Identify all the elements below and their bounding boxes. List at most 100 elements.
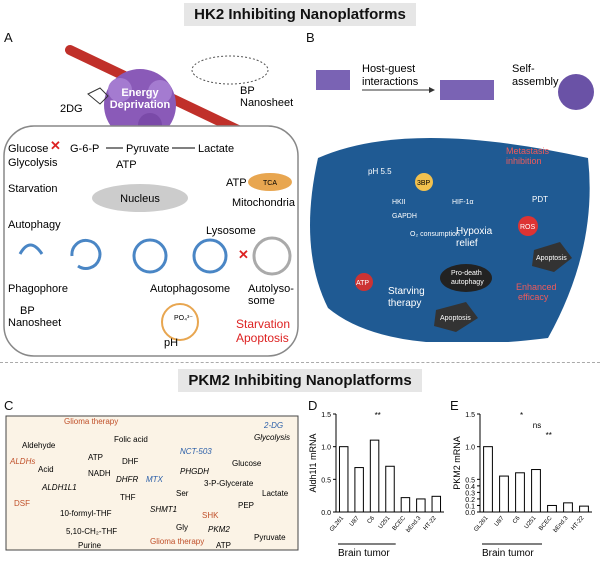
bar: [400, 497, 411, 513]
hk2-title: HK2 Inhibiting Nanoplatforms: [0, 3, 600, 26]
bar: [338, 446, 349, 513]
category-label: U87: [494, 515, 506, 528]
category-label: GL261: [329, 515, 346, 533]
svg-text:Glioma therapy: Glioma therapy: [150, 537, 204, 546]
panel-c-diagram: Glioma therapy Folic acid Aldehyde ALDHs…: [5, 415, 299, 551]
y-axis-label: PKM2 mRNA: [452, 436, 462, 490]
svg-text:Glucose: Glucose: [232, 459, 262, 468]
svg-text:Autolyso-: Autolyso-: [248, 283, 294, 295]
bar: [369, 439, 380, 513]
svg-text:inhibition: inhibition: [506, 156, 542, 166]
svg-text:ALDHs: ALDHs: [9, 457, 35, 466]
y-tick-label: 1.0: [465, 445, 475, 452]
svg-text:Glucose: Glucose: [8, 143, 48, 155]
svg-text:O₂ consumption: O₂ consumption: [410, 231, 460, 238]
category-label: C6: [367, 515, 377, 525]
svg-text:interactions: interactions: [362, 76, 419, 88]
bar: [385, 465, 395, 513]
y-axis-label: Aldh1l1 mRNA: [308, 433, 318, 492]
svg-text:TCA: TCA: [263, 180, 277, 187]
svg-text:ATP: ATP: [116, 159, 137, 171]
svg-text:HIF-1α: HIF-1α: [452, 199, 474, 206]
svg-text:Mitochondria: Mitochondria: [232, 197, 296, 209]
panel-a-diagram: Energy Deprivation BP Nanosheet 2DG Gluc…: [3, 45, 299, 357]
panel-d-label: D: [308, 398, 318, 413]
svg-text:Apoptosis: Apoptosis: [440, 315, 471, 322]
svg-text:autophagy: autophagy: [451, 279, 484, 286]
bar: [563, 502, 573, 513]
svg-text:10-formyl-THF: 10-formyl-THF: [60, 509, 112, 518]
svg-text:Apoptosis: Apoptosis: [536, 255, 567, 262]
pkm2-title: PKM2 Inhibiting Nanoplatforms: [0, 369, 600, 392]
svg-text:Apoptosis: Apoptosis: [236, 331, 289, 345]
energy-label: Energy: [121, 87, 159, 99]
svg-text:✕: ✕: [238, 247, 249, 262]
bar: [499, 475, 509, 513]
svg-text:THF: THF: [120, 493, 136, 502]
svg-text:Host-guest: Host-guest: [362, 63, 415, 75]
svg-text:Pyruvate: Pyruvate: [254, 533, 286, 542]
svg-text:Aldehyde: Aldehyde: [22, 441, 56, 450]
inhibition-mark: ✕: [50, 138, 61, 153]
y-tick-label: 0.5: [321, 477, 331, 484]
panel-b-label: B: [306, 30, 315, 45]
y-tick-label: 0.1: [465, 503, 475, 510]
svg-text:Pyruvate: Pyruvate: [126, 143, 169, 155]
svg-text:therapy: therapy: [388, 298, 421, 309]
svg-text:Pro-death: Pro-death: [451, 270, 482, 277]
category-label: bEnd.3: [553, 515, 570, 534]
mitochondria-icon: [248, 173, 292, 191]
svg-text:ATP: ATP: [88, 453, 103, 462]
svg-text:Lactate: Lactate: [262, 489, 289, 498]
y-tick-label: 1.5: [465, 412, 475, 419]
category-label: U251: [378, 515, 392, 530]
svg-text:DSF: DSF: [14, 499, 30, 508]
nanoassembly-icon: [558, 74, 594, 110]
y-tick-label: 1.5: [321, 412, 331, 419]
panel-a-label: A: [4, 30, 13, 45]
svg-text:Purine: Purine: [78, 541, 102, 550]
svg-text:NADH: NADH: [88, 469, 111, 478]
svg-text:Nucleus: Nucleus: [120, 193, 160, 205]
drug-label: 2DG: [60, 103, 83, 115]
svg-text:Folic acid: Folic acid: [114, 435, 148, 444]
svg-text:Glycolysis: Glycolysis: [254, 433, 290, 442]
bar: [531, 469, 541, 513]
significance-mark: *: [520, 411, 523, 420]
svg-text:Glioma therapy: Glioma therapy: [64, 417, 118, 426]
svg-text:Self-: Self-: [512, 63, 535, 75]
bar: [547, 504, 557, 513]
svg-text:Glycolysis: Glycolysis: [8, 157, 58, 169]
svg-text:2-DG: 2-DG: [263, 421, 283, 430]
svg-text:ALDH1L1: ALDH1L1: [41, 483, 77, 492]
svg-text:Ser: Ser: [176, 489, 189, 498]
svg-text:ATP: ATP: [226, 177, 247, 189]
svg-text:SHMT1: SHMT1: [150, 505, 177, 514]
y-tick-label: 0.2: [465, 497, 475, 504]
category-label: GL261: [473, 515, 490, 533]
panel-e-label: E: [450, 398, 459, 413]
group-label: Brain tumor: [482, 548, 534, 559]
svg-text:Starvation: Starvation: [8, 183, 58, 195]
host-molecule: [316, 70, 350, 90]
y-tick-label: 1.0: [321, 445, 331, 452]
y-tick-label: 0.0: [321, 510, 331, 517]
svg-text:relief: relief: [456, 238, 478, 249]
svg-text:PO₄³⁻: PO₄³⁻: [174, 315, 193, 322]
svg-text:GAPDH: GAPDH: [392, 213, 417, 220]
svg-text:pH: pH: [164, 337, 178, 349]
bar: [515, 472, 525, 513]
bar: [354, 467, 364, 513]
svg-text:Hypoxia: Hypoxia: [456, 226, 493, 237]
autophagy-stages: [18, 236, 292, 276]
tumor-cell: [310, 138, 590, 342]
group-label: Brain tumor: [338, 548, 390, 559]
panel-c-label: C: [4, 398, 14, 413]
svg-text:HKII: HKII: [392, 199, 406, 206]
y-tick-label: 0.0: [465, 510, 475, 517]
svg-text:Starving: Starving: [388, 286, 425, 297]
svg-text:5,10-CH₂-THF: 5,10-CH₂-THF: [66, 527, 117, 536]
svg-text:3-P-Glycerate: 3-P-Glycerate: [204, 479, 254, 488]
significance-mark: **: [375, 411, 381, 420]
